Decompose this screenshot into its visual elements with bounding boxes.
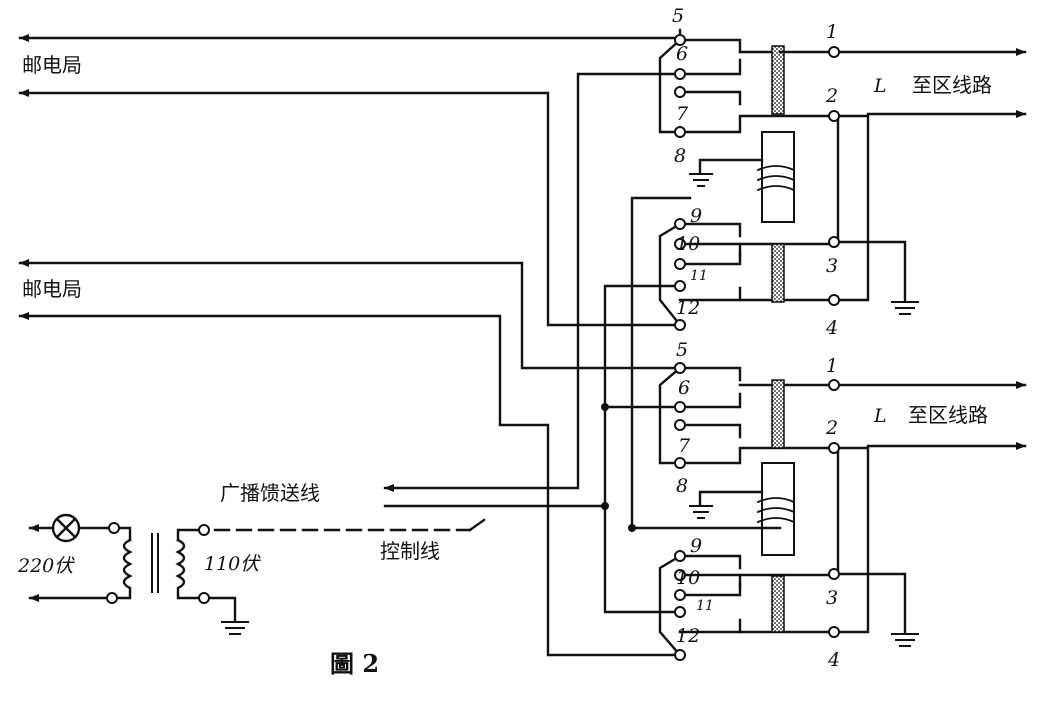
terminal-1: 1 (826, 355, 838, 377)
control-line (213, 196, 782, 532)
terminal-3: 3 (826, 255, 838, 277)
terminal-11: 11 (696, 598, 714, 614)
terminal-7: 7 (676, 103, 689, 125)
post-office-lines (18, 28, 682, 657)
terminal-6: 6 (676, 43, 688, 65)
terminal-2: 2 (825, 417, 838, 439)
terminal-10: 10 (676, 567, 700, 589)
line-symbol-lower: L (873, 405, 887, 427)
upper-jack-unit (658, 38, 1027, 327)
voltage-in-label: 220伏 (17, 555, 75, 577)
figure-caption: 圖 2 (330, 649, 379, 678)
lower-jack-unit (658, 366, 1027, 657)
terminal-11: 11 (690, 268, 708, 284)
terminal-2: 2 (825, 85, 838, 107)
terminal-5: 5 (672, 5, 684, 27)
terminal-10: 10 (676, 233, 700, 255)
terminal-12: 12 (676, 625, 700, 647)
upper-terminal-numbers: 5 6 7 8 9 10 11 12 1 2 3 4 (672, 5, 838, 339)
terminal-4: 4 (825, 317, 838, 339)
terminal-6: 6 (678, 377, 690, 399)
junction-dots (601, 403, 636, 532)
lower-terminal-numbers: 5 6 7 8 9 10 11 12 1 2 3 4 (676, 339, 840, 671)
post-office-label-upper: 邮电局 (22, 53, 82, 77)
post-office-label-lower: 邮电局 (22, 277, 82, 301)
transformer-section (28, 513, 249, 635)
to-district-label-upper: 至区线路 (912, 73, 992, 97)
terminal-7: 7 (678, 435, 691, 457)
terminal-3: 3 (826, 587, 838, 609)
to-district-label-lower: 至区线路 (908, 403, 988, 427)
broadcast-feed-lines (383, 72, 682, 614)
voltage-out-label: 110伏 (204, 553, 261, 575)
terminal-5: 5 (676, 339, 688, 361)
terminal-circles (106, 34, 840, 661)
terminal-8: 8 (676, 475, 688, 497)
broadcast-feed-label: 广播馈送线 (220, 481, 320, 505)
terminal-9: 9 (690, 535, 702, 557)
control-line-label: 控制线 (380, 539, 440, 563)
terminal-9: 9 (690, 205, 702, 227)
terminal-12: 12 (676, 297, 700, 319)
terminal-4: 4 (827, 649, 840, 671)
terminal-8: 8 (674, 145, 686, 167)
line-symbol-upper: L (873, 75, 887, 97)
terminal-1: 1 (826, 21, 838, 43)
